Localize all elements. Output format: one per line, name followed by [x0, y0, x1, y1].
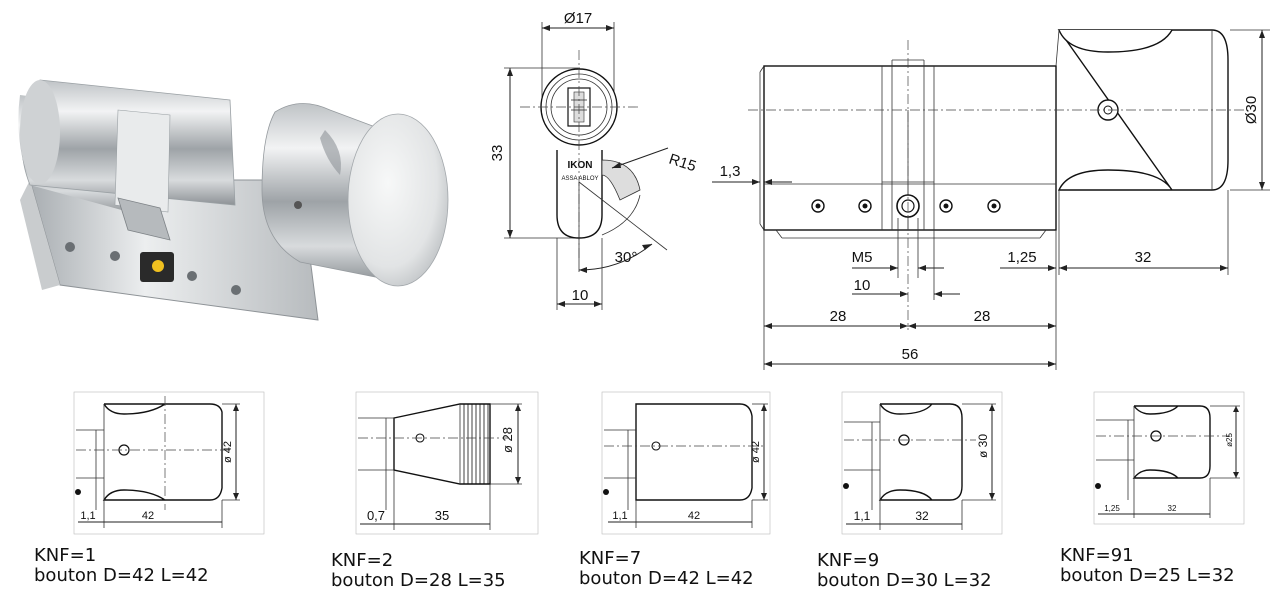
variant-1-desc: bouton D=42 L=42 [34, 565, 209, 586]
variant-1-gap: 1,1 [80, 510, 95, 522]
variant-4-code: KNF=9 [817, 550, 880, 571]
side-offset-label: 1,3 [720, 163, 741, 180]
side-total-label: 56 [902, 346, 919, 363]
front-width-label: 10 [572, 287, 589, 304]
variant-4-desc: bouton D=30 L=32 [817, 570, 992, 591]
variant-1-len: 42 [142, 510, 154, 522]
variant-5-len: 32 [1168, 504, 1177, 513]
side-cam-label: 10 [854, 277, 871, 294]
variant-1-dia: ø 42 [222, 441, 234, 463]
variant-4-gap: 1,1 [854, 509, 871, 523]
side-view: Ø30 1,3 M5 10 1,25 32 [712, 29, 1270, 370]
side-gap-label: 1,25 [1007, 249, 1036, 266]
variant-knf1-drawing: ø 42 1,1 42 [73, 391, 265, 535]
variant-4-dia: ø 30 [976, 434, 990, 458]
front-dia-label: Ø17 [564, 10, 592, 27]
front-radius-label: R15 [667, 151, 698, 176]
side-left-half-label: 28 [830, 308, 847, 325]
variant-knf9-drawing: ø 30 1,1 32 [841, 391, 1003, 535]
variant-3-len: 42 [688, 510, 700, 522]
variant-knf91-drawing: ø25 1,25 32 [1093, 391, 1245, 525]
variant-2-dia: ø 28 [500, 427, 515, 453]
variant-3-gap: 1,1 [612, 510, 627, 522]
variant-2-code: KNF=2 [331, 550, 394, 571]
variant-5-dia: ø25 [1225, 433, 1234, 447]
variant-5-code: KNF=91 [1060, 545, 1134, 566]
variant-3-desc: bouton D=42 L=42 [579, 568, 754, 589]
front-brand-text: IKON [568, 160, 593, 171]
front-height-label: 33 [489, 145, 506, 162]
variant-1-code: KNF=1 [34, 545, 97, 566]
variant-2-len: 35 [435, 508, 449, 523]
front-sub-brand-text: ASSA ABLOY [561, 176, 598, 182]
variant-3-dia: ø 42 [750, 441, 762, 463]
side-right-half-label: 28 [974, 308, 991, 325]
side-knob-len-label: 32 [1135, 249, 1152, 266]
variant-knf2-drawing: ø 28 0,7 35 [355, 391, 539, 535]
variant-4-caption: KNF=9 bouton D=30 L=32 [817, 551, 992, 591]
side-knob-dia-label: Ø30 [1243, 96, 1260, 124]
product-photo [18, 79, 449, 321]
variant-knf7-drawing: ø 42 1,1 42 [601, 391, 771, 535]
variant-2-caption: KNF=2 bouton D=28 L=35 [331, 551, 506, 591]
variant-3-caption: KNF=7 bouton D=42 L=42 [579, 549, 754, 589]
variant-1-caption: KNF=1 bouton D=42 L=42 [34, 546, 209, 586]
variant-4-len: 32 [915, 509, 929, 523]
variant-5-caption: KNF=91 bouton D=25 L=32 [1060, 546, 1235, 586]
front-view: Ø17 33 IKON ASSA ABLOY R15 [489, 10, 698, 310]
variant-2-desc: bouton D=28 L=35 [331, 570, 506, 591]
front-angle-label: 30° [615, 249, 638, 266]
side-screw-label: M5 [852, 249, 873, 266]
variant-3-code: KNF=7 [579, 548, 642, 569]
variant-5-gap: 1,25 [1104, 504, 1120, 513]
variant-2-gap: 0,7 [367, 508, 385, 523]
variant-5-desc: bouton D=25 L=32 [1060, 565, 1235, 586]
